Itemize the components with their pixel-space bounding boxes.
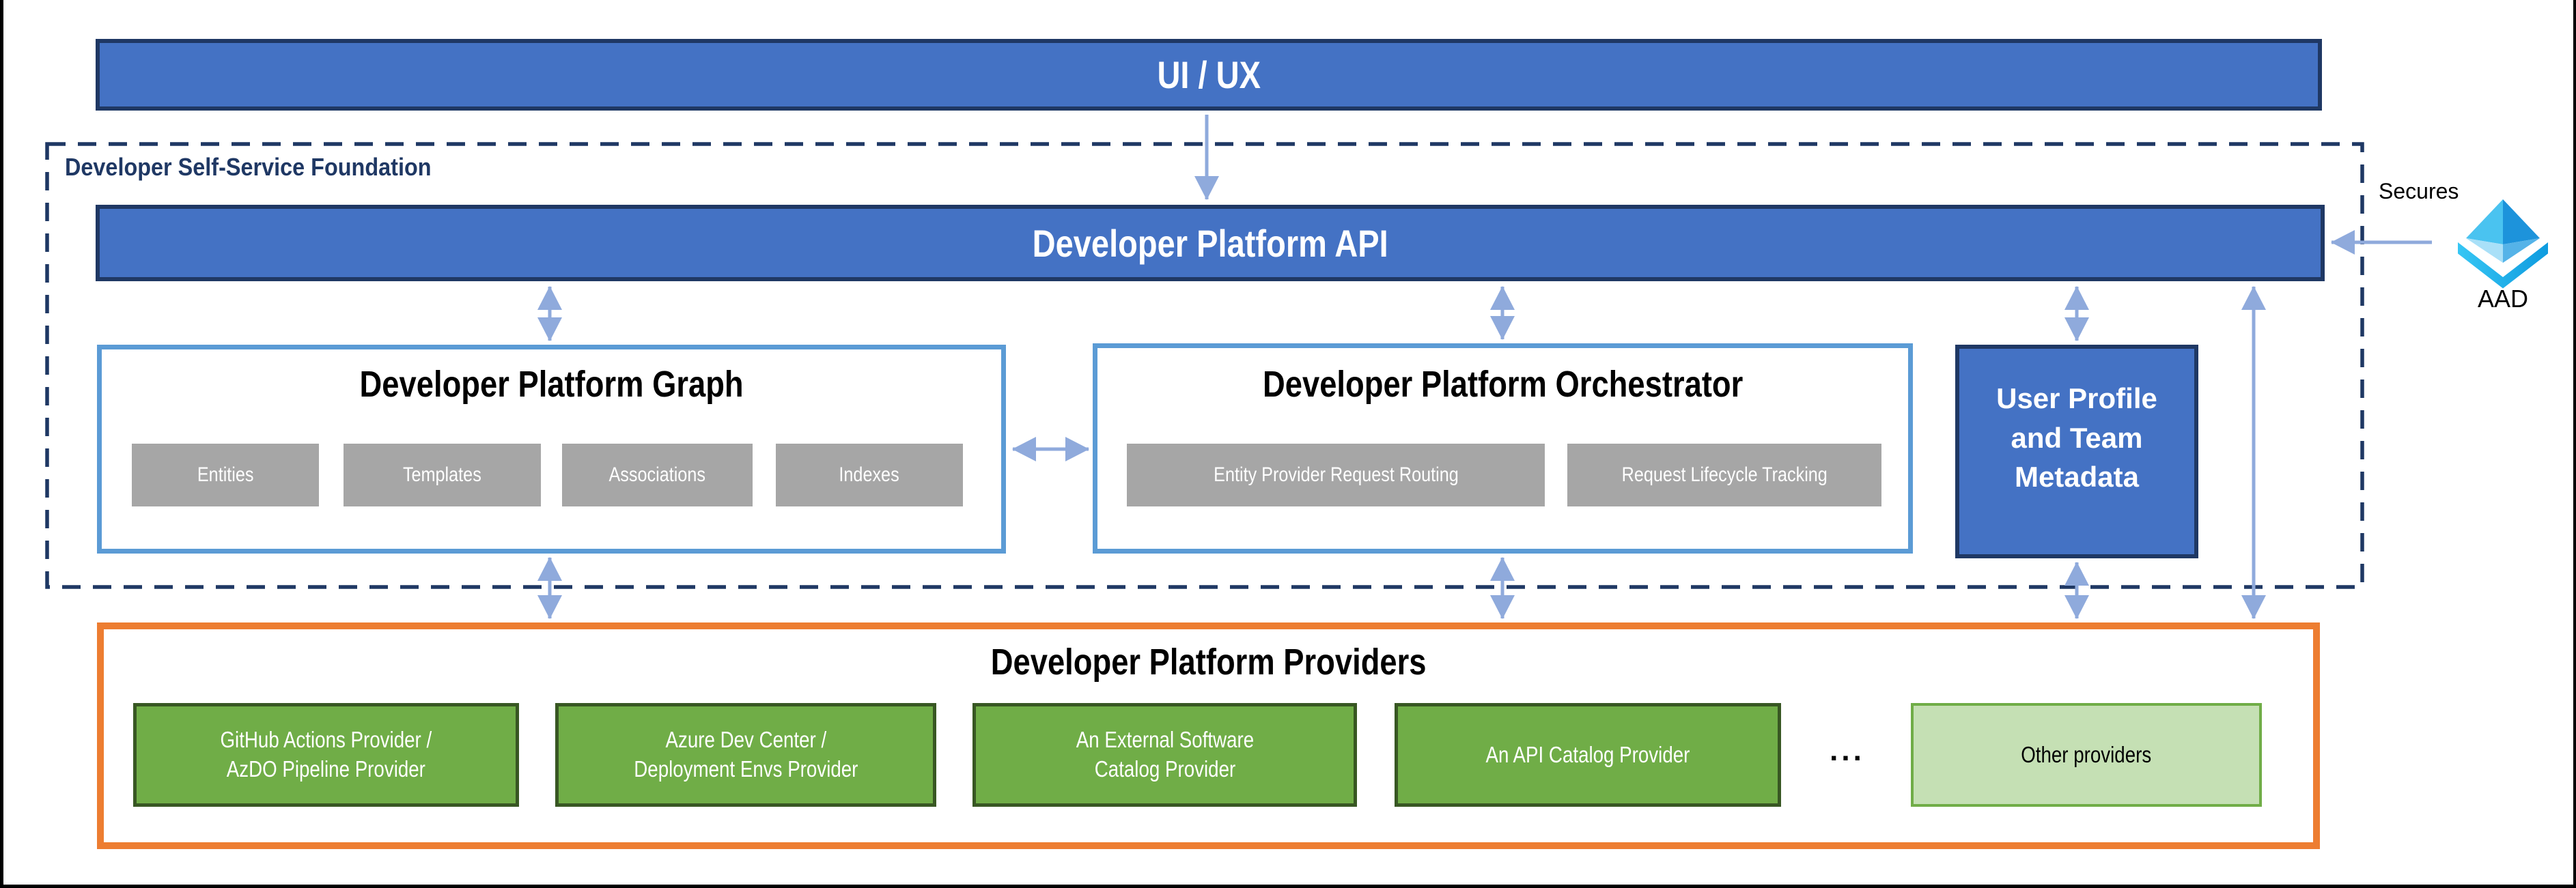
api-bar: Developer Platform API	[96, 205, 2325, 281]
providers-title: Developer Platform Providers	[990, 642, 1427, 683]
provider-api-catalog: An API Catalog Provider	[1395, 703, 1781, 807]
providers-ellipsis: ...	[1830, 734, 1865, 767]
graph-chip-indexes: Indexes	[776, 444, 963, 506]
graph-chip-entities: Entities	[132, 444, 319, 506]
provider-other: Other providers	[1911, 703, 2262, 807]
provider-github-actions: GitHub Actions Provider / AzDO Pipeline …	[133, 703, 519, 807]
provider-external-software-catalog: An External Software Catalog Provider	[972, 703, 1357, 807]
orchestrator-chip-request-routing: Entity Provider Request Routing	[1127, 444, 1545, 506]
secures-label: Secures	[2379, 179, 2459, 203]
user-profile-box: User Profile and Team Metadata	[1955, 345, 2198, 558]
uiux-bar: UI / UX	[96, 39, 2322, 111]
provider-azure-dev-center: Azure Dev Center / Deployment Envs Provi…	[555, 703, 936, 807]
orchestrator-title: Developer Platform Orchestrator	[1262, 364, 1744, 405]
graph-chip-templates: Templates	[344, 444, 541, 506]
api-label: Developer Platform API	[1032, 221, 1388, 265]
aad-icon	[2458, 199, 2548, 289]
uiux-label: UI / UX	[1157, 53, 1261, 96]
graph-chip-associations: Associations	[562, 444, 753, 506]
aad-label: AAD	[2477, 285, 2529, 313]
graph-title: Developer Platform Graph	[359, 364, 744, 405]
orchestrator-chip-lifecycle-tracking: Request Lifecycle Tracking	[1567, 444, 1881, 506]
foundation-label: Developer Self-Service Foundation	[65, 153, 432, 181]
